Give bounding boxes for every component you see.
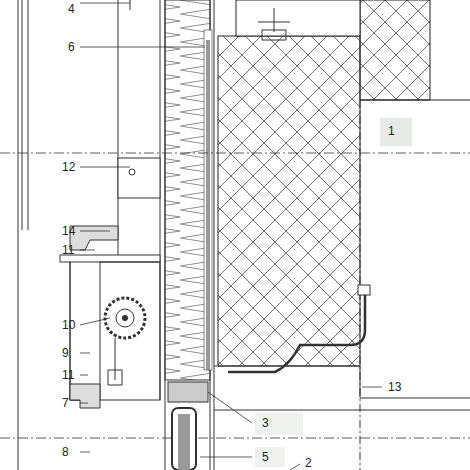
callout-number: 7 bbox=[60, 396, 71, 410]
callout-number: 3 bbox=[260, 416, 271, 430]
callout-number: 4 bbox=[66, 2, 77, 16]
callout-number: 12 bbox=[60, 160, 77, 174]
callout-number: 13 bbox=[386, 380, 403, 394]
callout-number: 6 bbox=[66, 40, 77, 54]
callout-number: 2 bbox=[303, 456, 314, 470]
callout-number: 1 bbox=[386, 124, 397, 138]
callout-number: 8 bbox=[60, 445, 71, 459]
callout-number: 11 bbox=[60, 243, 76, 257]
callout-number: 11 bbox=[60, 368, 76, 382]
callout-number: 10 bbox=[60, 318, 77, 332]
callout-number: 14 bbox=[60, 224, 77, 238]
callout-number: 9 bbox=[60, 346, 71, 360]
callout-number: 5 bbox=[260, 450, 271, 464]
